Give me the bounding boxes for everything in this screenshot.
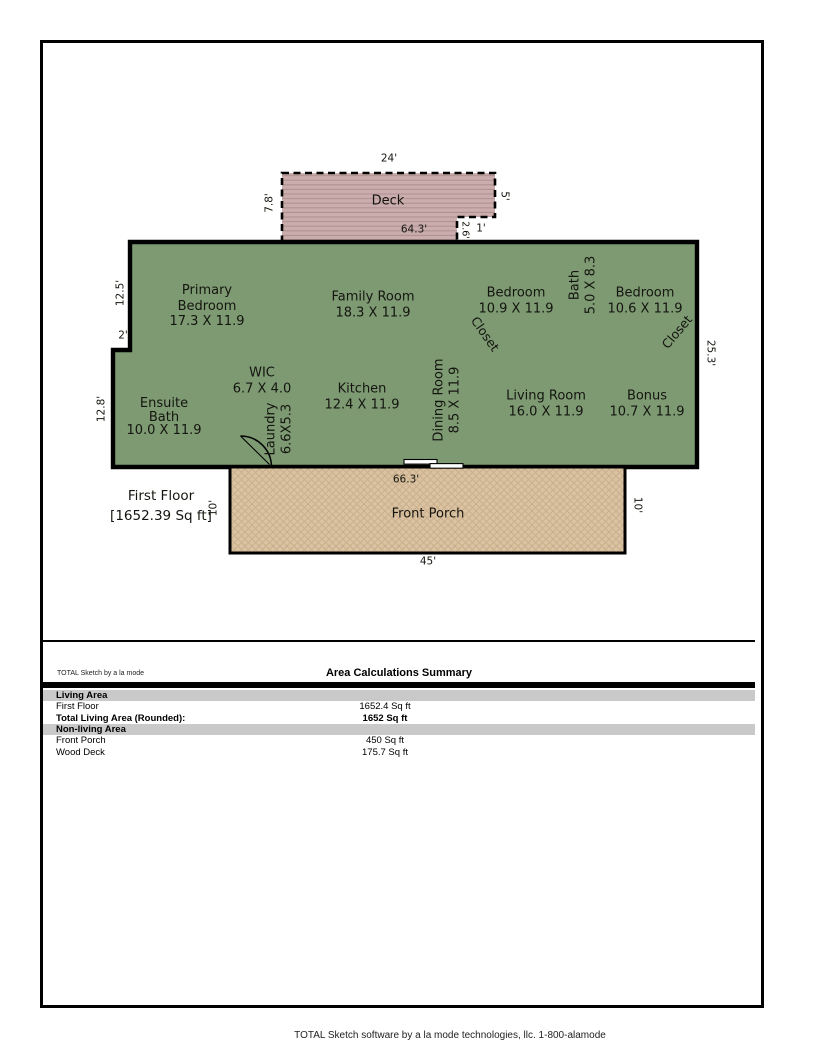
- room-deck: Deck: [371, 193, 405, 209]
- dim-left-step: 2': [118, 329, 128, 342]
- room-bath-line1: Bath: [567, 269, 583, 301]
- room-bonus: Bonus 10.7 X 11.9: [609, 389, 684, 420]
- room-laundry-line1: Laundry: [263, 402, 279, 456]
- room-bedroom2-line1: Bedroom: [615, 285, 675, 301]
- room-wic-dims: 6.7 X 4.0: [232, 381, 292, 396]
- dim-deck-notch-height: 2.6': [459, 221, 471, 239]
- wood-deck-row-value: 175.7 Sq ft: [362, 747, 408, 758]
- room-dining-room: Dining Room 8.5 X 11.9: [432, 358, 463, 441]
- wood-deck-row-label: Wood Deck: [56, 747, 105, 758]
- room-bedroom-2: Bedroom 10.6 X 11.9: [607, 286, 682, 317]
- room-living-line1: Living Room: [506, 388, 586, 404]
- room-ensuite-line2: Bath: [148, 409, 180, 425]
- sliding-door-icon: [403, 458, 464, 469]
- room-kitchen-line1: Kitchen: [337, 381, 387, 397]
- first-floor-line1: First Floor: [127, 488, 195, 504]
- table-row-front-porch: Front Porch 450 Sq ft: [43, 735, 755, 746]
- dim-right-side: 25.3': [704, 339, 717, 367]
- living-area-band: Living Area: [43, 690, 755, 701]
- room-bedroom2-dims: 10.6 X 11.9: [607, 301, 683, 316]
- dim-deck-right: 5': [498, 191, 511, 201]
- room-bedroom1-line1: Bedroom: [486, 285, 546, 301]
- room-dining-dims: 8.5 X 11.9: [447, 366, 462, 434]
- first-floor-total-label: First Floor [1652.39 Sq ft]: [110, 486, 212, 526]
- room-primary-line2: Bedroom: [177, 298, 237, 314]
- room-wic-line1: WIC: [249, 365, 275, 381]
- nonliving-area-band: Non-living Area: [43, 724, 755, 735]
- table-row-wood-deck: Wood Deck 175.7 Sq ft: [43, 747, 755, 758]
- first-floor-row-value: 1652.4 Sq ft: [359, 701, 411, 712]
- table-row-total-living: Total Living Area (Rounded): 1652 Sq ft: [43, 713, 755, 724]
- room-family-dims: 18.3 X 11.9: [335, 305, 411, 320]
- dim-deck-left: 7.8': [263, 193, 276, 213]
- room-laundry: Laundry 6.6X5.3: [264, 403, 295, 456]
- first-floor-line2: [1652.39 Sq ft]: [110, 508, 212, 524]
- dim-left-upper: 12.5': [114, 279, 127, 307]
- dim-porch-bottom: 45': [419, 555, 437, 568]
- room-bonus-line1: Bonus: [626, 388, 668, 404]
- living-area-band-label: Living Area: [56, 690, 108, 701]
- table-brand-text: TOTAL Sketch by a la mode: [57, 670, 145, 677]
- front-porch-outline: [228, 465, 627, 555]
- total-living-row-label: Total Living Area (Rounded):: [56, 713, 186, 724]
- room-ensuite-dims: 10.0 X 11.9: [126, 422, 202, 438]
- room-front-porch: Front Porch: [391, 506, 465, 522]
- room-living-room: Living Room 16.0 X 11.9: [506, 389, 586, 420]
- nonliving-area-band-label: Non-living Area: [56, 724, 126, 735]
- room-ensuite-line1: Ensuite: [139, 395, 189, 411]
- room-dining-line1: Dining Room: [431, 358, 447, 442]
- dim-floor-bottom: 66.3': [392, 473, 420, 486]
- room-family-line1: Family Room: [331, 289, 415, 305]
- room-primary-line1: Primary: [181, 282, 233, 298]
- room-wic: WIC 6.7 X 4.0: [233, 366, 292, 397]
- room-primary-bedroom: Primary Bedroom 17.3 X 11.9: [169, 283, 244, 330]
- room-bedroom1-dims: 10.9 X 11.9: [478, 301, 554, 316]
- first-floor-row-label: First Floor: [56, 701, 99, 712]
- sketch-table-divider: [43, 640, 755, 642]
- room-bath: Bath 5.0 X 8.3: [568, 256, 599, 315]
- table-title: Area Calculations Summary: [325, 667, 473, 679]
- dim-porch-right: 10': [631, 496, 644, 514]
- room-bath-dims: 5.0 X 8.3: [583, 255, 598, 315]
- first-floor-outline: [110, 239, 700, 470]
- room-living-dims: 16.0 X 11.9: [508, 404, 584, 419]
- total-living-row-value: 1652 Sq ft: [362, 713, 408, 724]
- table-header-bar: [43, 682, 755, 688]
- room-kitchen: Kitchen 12.4 X 11.9: [324, 382, 399, 413]
- room-ensuite-bath: Ensuite Bath 10.0 X 11.9: [126, 397, 201, 438]
- table-row-first-floor: First Floor 1652.4 Sq ft: [43, 701, 755, 712]
- room-bedroom-1: Bedroom 10.9 X 11.9: [478, 286, 553, 317]
- room-family-room: Family Room 18.3 X 11.9: [332, 290, 415, 321]
- front-porch-row-label: Front Porch: [56, 735, 106, 746]
- dim-left-lower: 12.8': [95, 395, 108, 423]
- room-bonus-dims: 10.7 X 11.9: [609, 404, 685, 419]
- dim-deck-bottom: 64.3': [400, 223, 428, 236]
- front-porch-row-value: 450 Sq ft: [365, 735, 405, 746]
- dim-deck-top: 24': [380, 152, 398, 165]
- software-footer: TOTAL Sketch software by a la mode techn…: [294, 1030, 606, 1041]
- door-swing-icon: [240, 435, 273, 468]
- room-laundry-dims: 6.6X5.3: [279, 403, 294, 455]
- room-primary-dims: 17.3 X 11.9: [169, 313, 245, 329]
- room-kitchen-dims: 12.4 X 11.9: [324, 397, 400, 412]
- dim-deck-notch-width: 1': [476, 222, 486, 235]
